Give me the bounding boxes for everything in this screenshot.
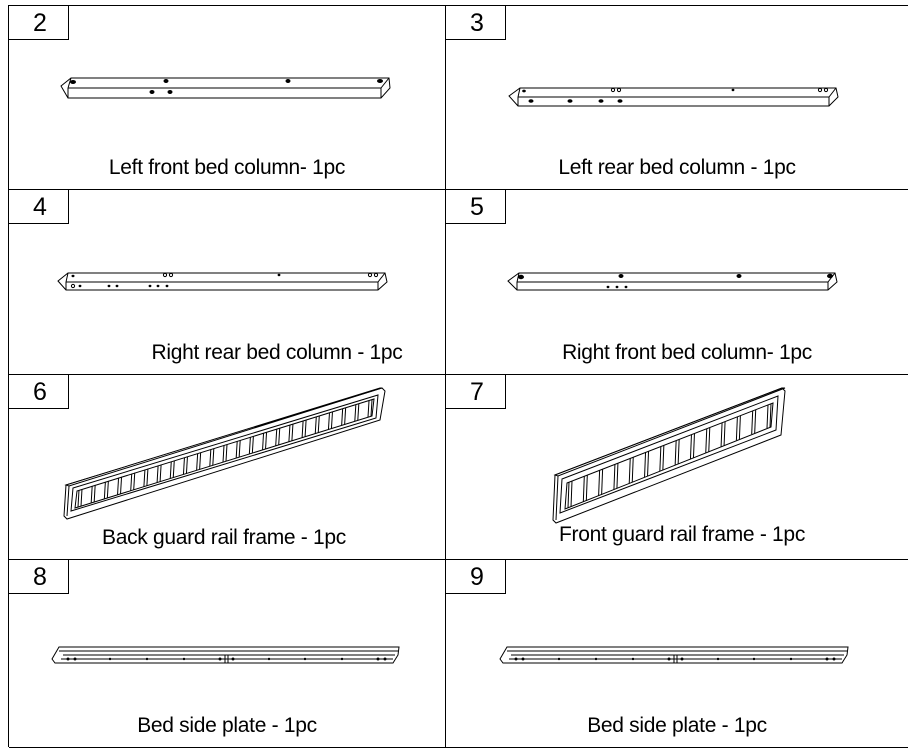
part-cell-2: 2 Left front bed column- 1pc [9,6,446,190]
part-number: 4 [9,190,69,224]
part-caption: Left front bed column- 1pc [108,156,346,179]
part-number: 3 [446,6,506,40]
side-plate-icon [446,560,908,748]
part-caption: Front guard rail frame - 1pc [558,523,806,546]
long-column-icon [446,6,908,190]
part-number: 9 [446,560,506,594]
part-caption: Right front bed column- 1pc [562,341,812,364]
part-number: 7 [446,375,506,409]
side-plate-icon [9,560,446,748]
part-cell-4: 4 Right rear bed column - 1pc [9,190,446,375]
part-caption: Bed side plate - 1pc [587,714,767,737]
part-cell-9: 9 Bed side plate - 1pc [446,560,908,748]
part-number: 2 [9,6,69,40]
parts-table: 2 Left front bed column- 1pc 3 [8,5,908,748]
long-column-icon [9,190,446,375]
guard-rail-frame-icon [9,375,446,560]
part-caption: Right rear bed column - 1pc [151,341,403,364]
part-cell-5: 5 Right front bed column- 1pc [446,190,908,375]
part-caption: Left rear bed column - 1pc [558,156,796,179]
part-caption: Back guard rail frame - 1pc [101,526,346,549]
part-cell-6: 6 Back guard rail frame - 1pc [9,375,446,560]
part-cell-7: 7 Front guard rail frame - 1pc [446,375,908,560]
long-column-icon [9,6,446,190]
part-number: 8 [9,560,69,594]
part-cell-3: 3 Left rear bed column - 1pc [446,6,908,190]
part-caption: Bed side plate - 1pc [137,714,317,737]
long-column-icon [446,190,908,375]
part-number: 5 [446,190,506,224]
part-cell-8: 8 Bed side plate - 1pc [9,560,446,748]
part-number: 6 [9,375,69,409]
guard-rail-frame-icon [446,375,908,560]
